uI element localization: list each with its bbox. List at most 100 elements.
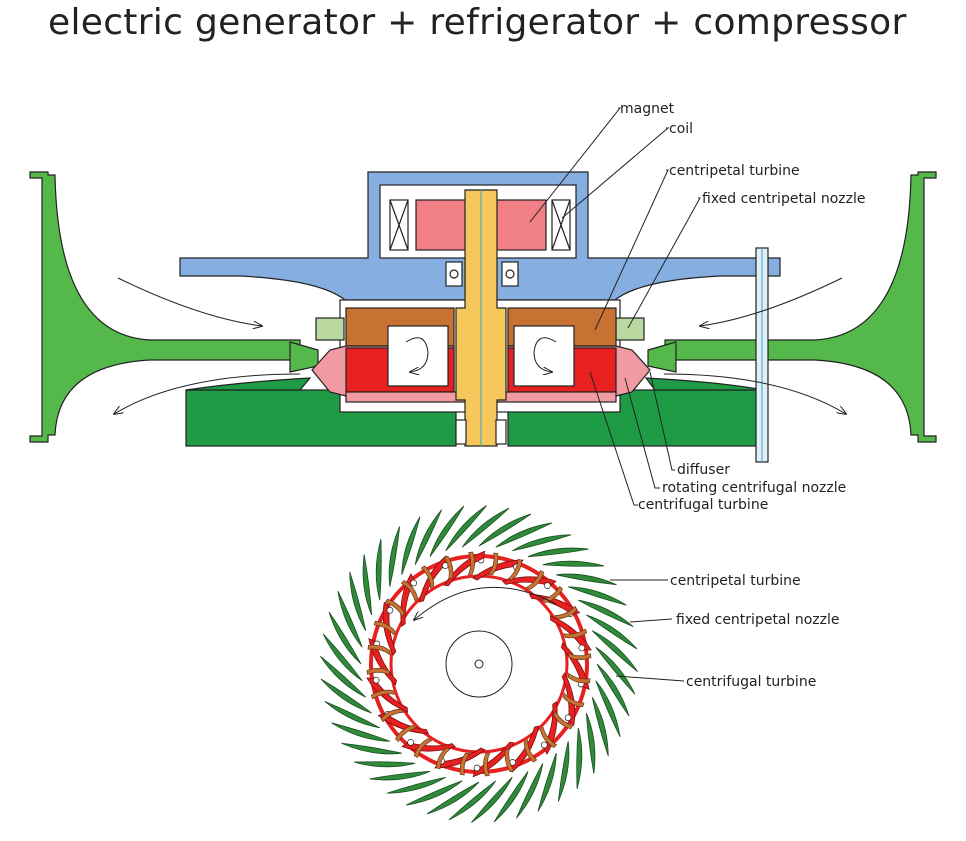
centripetal-blade — [366, 668, 391, 676]
label-magnet: magnet — [620, 101, 675, 117]
fixed-nozzle-blade — [493, 771, 529, 823]
rotation-arrow-left — [405, 337, 429, 372]
centripetal-blade — [504, 748, 515, 773]
fixed-nozzle-blade — [527, 547, 589, 558]
centripetal-blade — [523, 739, 538, 763]
bearing-bottom-right — [495, 419, 507, 445]
centripetal-blade — [562, 692, 585, 708]
right-flow-channel — [647, 341, 677, 373]
fixed-nozzle-blade — [591, 630, 638, 672]
turbine-ring-view — [320, 505, 638, 823]
fixed-nozzle-blade — [478, 513, 532, 547]
fixed-nozzle-blade — [556, 573, 617, 586]
centripetal-blade — [563, 628, 588, 639]
label-diffuser: diffuser — [677, 462, 730, 478]
centripetal-blade — [539, 726, 558, 748]
fixed-nozzle-blade — [557, 741, 570, 802]
left-outer-housing — [29, 171, 301, 443]
fixed-nozzle-blade — [414, 509, 443, 565]
fixed-nozzle-blade — [471, 776, 513, 823]
cross-section — [29, 171, 937, 463]
centrifugal-blade — [529, 582, 581, 616]
fixed-nozzle-blade — [341, 742, 402, 755]
centripetal-blade — [507, 558, 523, 581]
leader-lines — [529, 107, 701, 506]
bearing-bottom-left — [455, 419, 467, 445]
fixed-nozzle-blade — [576, 727, 583, 789]
fixed-nozzle-blade — [515, 763, 544, 819]
flow-arrow-out-left — [114, 373, 301, 414]
flow-arrow-in-left — [117, 277, 262, 326]
fixed-nozzle-blade — [595, 646, 636, 695]
centripetal-blade — [435, 747, 451, 770]
label-coil: coil — [669, 121, 693, 137]
fixed-nozzle-blade — [369, 770, 431, 781]
centripetal-blade — [395, 724, 417, 743]
centripetal-blade — [487, 552, 499, 576]
base-left-curve — [185, 377, 312, 391]
fixed-nozzle-blade — [429, 505, 465, 557]
centripetal-blade — [413, 738, 433, 759]
centripetal-blade — [459, 752, 471, 776]
hub-center — [474, 659, 484, 669]
rotor-window-left — [387, 325, 449, 387]
fixed-nozzle-blade — [542, 560, 604, 567]
centripetal-blade — [367, 644, 391, 656]
fixed-nozzle-blade — [324, 700, 380, 729]
centripetal-blade — [400, 580, 419, 602]
centripetal-blade — [380, 708, 404, 723]
ring-leader-fixed-nozzle — [629, 618, 673, 623]
fixed-nozzle-blade — [331, 722, 390, 742]
fixed-nozzle-blade — [349, 571, 367, 631]
coil-left — [389, 199, 409, 251]
fixed-nozzle-blade — [495, 522, 552, 548]
label-rotating-centrifugal-nozzle: rotating centrifugal nozzle — [662, 480, 846, 496]
fixed-nozzle-blade — [426, 781, 480, 815]
bearing-ball — [505, 269, 515, 279]
fixed-nozzle-blade — [591, 697, 609, 757]
flow-arrow-in-right — [700, 277, 843, 326]
bearing-ball — [449, 269, 459, 279]
label-centripetal-turbine: centripetal turbine — [669, 163, 800, 179]
label-centrifugal-turbine: centrifugal turbine — [638, 497, 768, 513]
fixed-nozzle-blade — [537, 753, 557, 812]
ring-label-centripetal-turbine: centripetal turbine — [670, 573, 801, 589]
ring-label-fixed-centripetal-nozzle: fixed centripetal nozzle — [676, 612, 840, 628]
centripetal-blade — [554, 605, 578, 620]
right-outer-housing — [664, 171, 937, 443]
seal-right — [615, 317, 645, 341]
centripetal-blade — [420, 565, 435, 589]
centrifugal-blade — [377, 712, 429, 746]
fixed-nozzle-blade — [401, 516, 421, 575]
centripetal-blade — [384, 598, 405, 618]
centripetal-blade — [553, 710, 574, 730]
fixed-nozzle-blade — [354, 761, 416, 768]
centripetal-blade — [370, 689, 395, 700]
fixed-nozzle-blades — [320, 505, 638, 823]
base-right-curve — [644, 377, 765, 391]
page-title: electric generator + refrigerator + comp… — [48, 2, 907, 43]
fixed-nozzle-blade — [328, 611, 362, 665]
ring-label-centrifugal-turbine: centrifugal turbine — [686, 674, 816, 690]
fixed-nozzle-blade — [461, 507, 510, 548]
fixed-nozzle-blade — [595, 680, 621, 737]
fixed-nozzle-blade — [448, 780, 497, 821]
fixed-nozzle-blade — [320, 656, 367, 698]
centripetal-blade — [567, 652, 592, 660]
fixed-nozzle-blade — [586, 614, 638, 650]
label-fixed-centripetal-nozzle: fixed centripetal nozzle — [702, 191, 866, 207]
fixed-nozzle-blade — [406, 780, 463, 806]
fixed-nozzle-blade — [568, 586, 627, 606]
flow-arrow-out-right — [663, 373, 846, 414]
fixed-nozzle-blade — [445, 505, 487, 552]
centrifugal-turbine-ring — [366, 550, 592, 778]
fixed-nozzle-blade — [596, 663, 630, 717]
fixed-nozzle-blade — [578, 599, 634, 628]
centripetal-blade — [443, 555, 454, 580]
ring-rotation-arrow — [414, 586, 557, 620]
rotation-arrow-right — [533, 337, 557, 372]
centripetal-blade — [525, 569, 545, 590]
centripetal-blade — [373, 620, 396, 636]
fixed-nozzle-blade — [512, 534, 572, 552]
